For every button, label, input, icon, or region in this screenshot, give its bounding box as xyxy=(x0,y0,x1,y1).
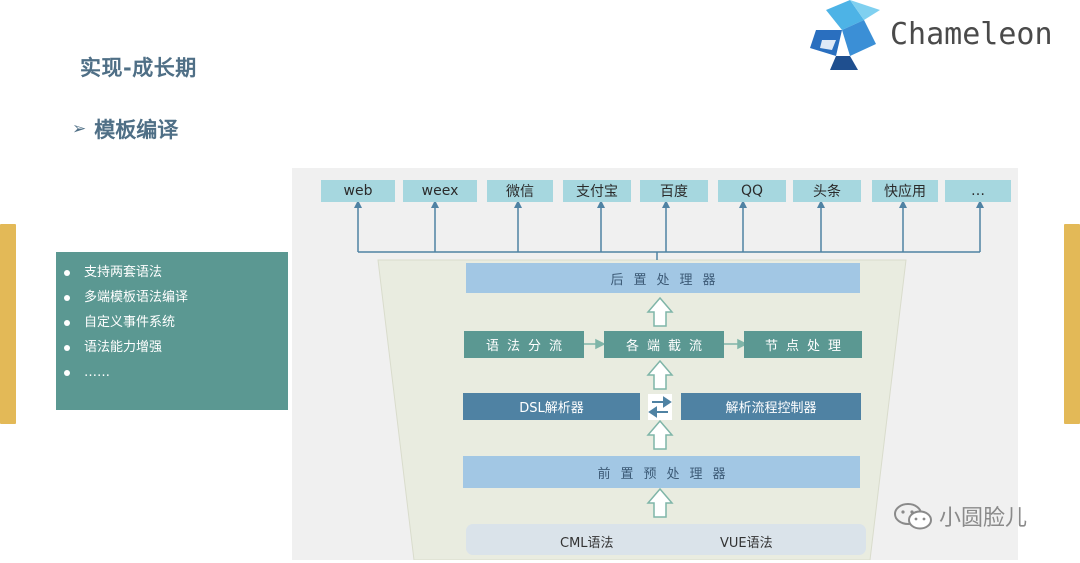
exchange-icon xyxy=(648,396,672,418)
target-alipay: 支付宝 xyxy=(563,180,631,202)
target-qq: QQ xyxy=(718,180,786,202)
parse-flow-controller: 解析流程控制器 xyxy=(681,393,861,420)
wechat-icon xyxy=(894,503,932,530)
page-title: 实现-成长期 xyxy=(80,56,197,80)
section-heading: ➢ 模板编译 xyxy=(72,114,178,144)
feature-list-box: 支持两套语法 多端模板语法编译 自定义事件系统 语法能力增强 …… xyxy=(56,252,288,410)
target-quickapp: 快应用 xyxy=(872,180,938,202)
target-weex: weex xyxy=(403,180,477,202)
arrow-bullet-icon: ➢ xyxy=(72,119,87,139)
target-wechat: 微信 xyxy=(487,180,553,202)
up-arrows xyxy=(646,296,674,518)
target-arrowheads xyxy=(354,200,984,208)
dsl-parser: DSL解析器 xyxy=(463,393,640,420)
watermark-text: 小圆脸儿 xyxy=(939,506,1028,531)
feature-item: …… xyxy=(64,360,288,385)
section-heading-text: 模板编译 xyxy=(94,118,179,142)
bullet-icon xyxy=(64,269,70,276)
source-cml: CML语法 xyxy=(560,536,614,551)
feature-item: 语法能力增强 xyxy=(64,335,288,360)
bullet-icon xyxy=(64,294,70,301)
exchange-icon-bg xyxy=(648,394,672,420)
feature-item: 多端模板语法编译 xyxy=(64,285,288,310)
watermark: 小圆脸儿 xyxy=(893,500,1027,532)
feature-item: 支持两套语法 xyxy=(64,260,288,285)
bullet-icon xyxy=(64,369,70,376)
right-decor-bar xyxy=(1064,224,1080,424)
bullet-icon xyxy=(64,319,70,326)
node-process: 节点处理 xyxy=(744,331,862,358)
brand-name: Chameleon xyxy=(890,17,1053,52)
endpoint-intercept: 各端截流 xyxy=(604,331,724,358)
target-more: … xyxy=(945,180,1011,202)
target-baidu: 百度 xyxy=(640,180,708,202)
bullet-icon xyxy=(64,344,70,351)
left-decor-bar xyxy=(0,224,16,424)
chameleon-logo-icon xyxy=(810,0,880,70)
feature-item: 自定义事件系统 xyxy=(64,310,288,335)
source-vue: VUE语法 xyxy=(720,536,773,551)
target-connector xyxy=(357,204,981,260)
pre-processor: 前置预处理器 xyxy=(463,456,860,488)
target-toutiao: 头条 xyxy=(793,180,861,202)
syntax-split: 语法分流 xyxy=(464,331,584,358)
feature-list: 支持两套语法 多端模板语法编译 自定义事件系统 语法能力增强 …… xyxy=(56,252,288,385)
target-web: web xyxy=(321,180,395,202)
post-processor: 后置处理器 xyxy=(466,263,860,293)
source-syntax-box: CML语法 VUE语法 xyxy=(466,524,866,555)
